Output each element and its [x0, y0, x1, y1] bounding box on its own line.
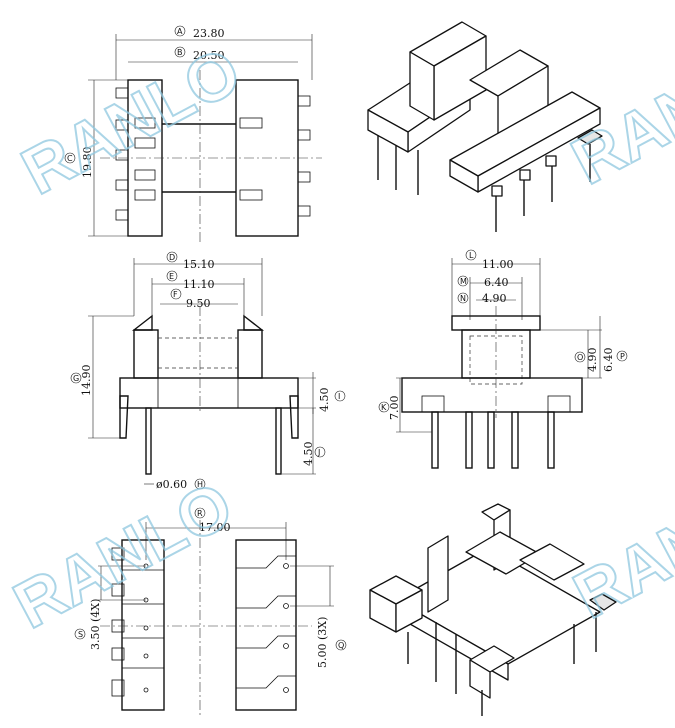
dim-f-value: 9.50	[186, 297, 211, 310]
dim-n-value: 4.90	[482, 292, 507, 305]
marker-l: L	[469, 251, 474, 260]
dim-b-value: 20.50	[193, 49, 225, 62]
watermark-1: RANLO	[10, 33, 252, 209]
dim-r-value: 17.00	[199, 521, 231, 534]
dim-a-value: 23.80	[193, 27, 225, 40]
marker-d: D	[169, 253, 175, 262]
top-view: A 23.80 B 20.50 C 19.80	[64, 25, 322, 244]
bottom-view: R 17.00 3.50 (4X)	[74, 507, 347, 716]
dim-l-value: 11.00	[482, 258, 514, 271]
marker-p: P	[620, 352, 625, 361]
dim-g-value: 14.90	[80, 365, 93, 397]
dim-s-value: 3.50 (4X)	[89, 599, 102, 650]
marker-b: B	[177, 48, 183, 57]
marker-n: N	[460, 294, 466, 303]
dim-j-value: 4.50	[302, 442, 315, 467]
dim-i-value: 4.50	[318, 388, 331, 413]
marker-j: J	[317, 448, 320, 457]
dim-m-value: 6.40	[484, 276, 509, 289]
isometric-view-bottom	[369, 503, 617, 716]
marker-m: M	[460, 277, 467, 286]
dim-p-value: 6.40	[602, 348, 615, 373]
dim-k-value: 7.00	[388, 396, 401, 421]
marker-c: C	[67, 154, 73, 163]
dim-d-value: 15.10	[183, 258, 215, 271]
watermark-3: RANLO	[2, 467, 244, 643]
marker-o: O	[577, 353, 583, 362]
marker-g: G	[73, 374, 79, 383]
marker-r: R	[197, 509, 203, 518]
front-view: D 15.10 E 11.10 F 9.50 G 14.90	[70, 251, 346, 491]
dim-o-value: 4.90	[586, 348, 599, 373]
marker-q: Q	[338, 641, 344, 650]
dim-h-value: ø0.60	[156, 478, 187, 491]
marker-s: S	[78, 630, 83, 639]
side-view: L 11.00 M 6.40 N 4.90 4.90 O 6.40	[378, 249, 628, 469]
isometric-view-top	[367, 21, 603, 232]
marker-k: K	[381, 403, 387, 412]
marker-e: E	[169, 272, 174, 281]
dim-c-value: 19.80	[81, 147, 94, 179]
marker-f: F	[173, 290, 178, 299]
marker-h: H	[197, 480, 203, 489]
dim-q-value: 5.00 (3X)	[316, 617, 329, 668]
dim-e-value: 11.10	[183, 278, 215, 291]
marker-i: I	[338, 392, 340, 401]
marker-a: A	[177, 27, 183, 36]
